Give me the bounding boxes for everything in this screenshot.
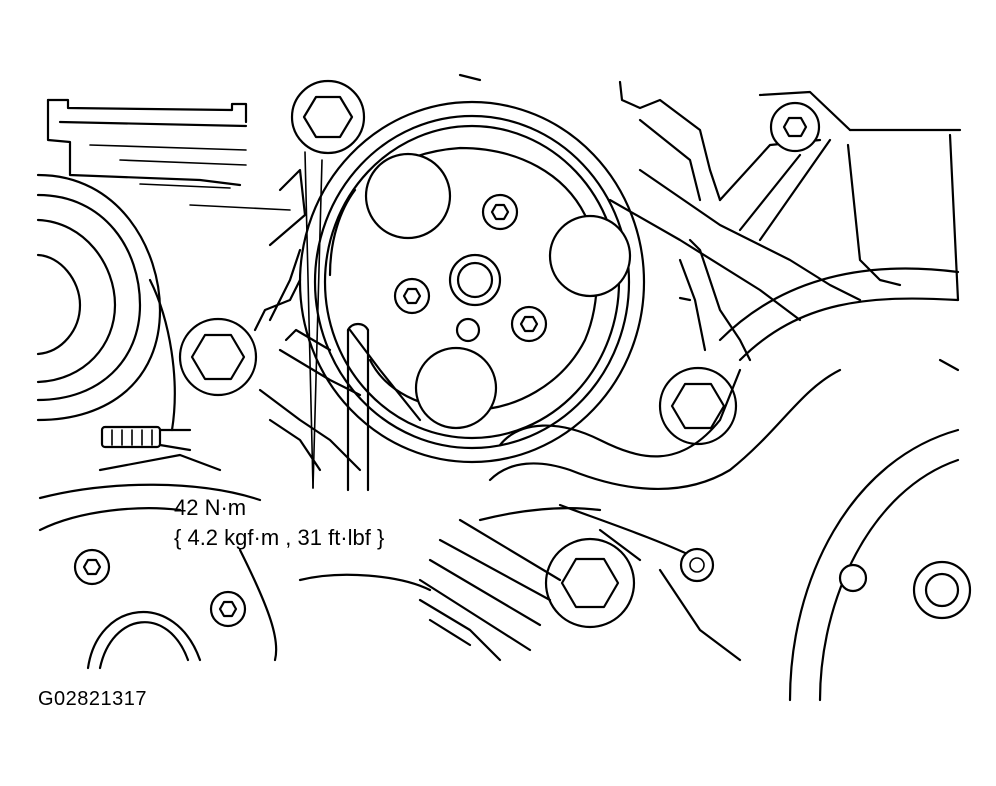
tensioner-arm [608,168,862,362]
left-hex-bolt [178,317,258,397]
left-pulley [36,173,176,432]
right-cover-small-bolt [679,547,715,583]
hose-clip [100,425,192,452]
upper-right-bracket [458,73,962,302]
torque-alternate: { 4.2 kgf·m , 31 ft·lbf } [174,525,385,550]
upper-right-small-bolt [769,101,821,153]
torque-metric: 42 N·m [174,495,247,520]
right-cover-boss [912,560,972,620]
engine-block-housing [46,98,291,211]
right-cover-dowel [838,563,868,593]
lower-left-bolt-1 [73,548,111,586]
water-pump-pulley [298,100,646,464]
lower-left-bolt-2 [209,590,247,628]
right-sprocket-cover [478,267,960,702]
coolant-pipe [346,322,370,492]
figure-code: G02821317 [38,688,148,710]
bottom-hex-bolt [544,537,636,629]
top-hex-bolt [290,79,366,155]
torque-spec-label: 42 N·m { 4.2 kgf·m , 31 ft·lbf } [174,493,384,553]
lower-left-cover [38,453,432,670]
leader-lines [304,151,323,489]
timing-belt [418,518,642,662]
